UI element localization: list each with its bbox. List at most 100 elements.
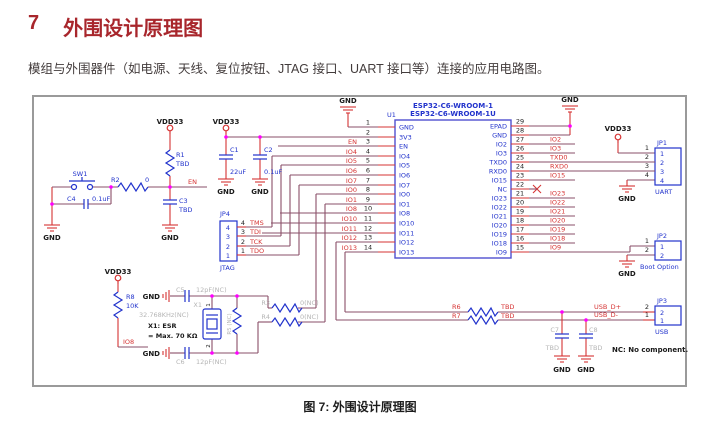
usb-dm-net-label: USB_D- bbox=[594, 311, 619, 319]
chip-pin-name: RXD0 bbox=[489, 168, 507, 176]
junction-dot bbox=[235, 294, 239, 298]
r6-value: TBD bbox=[500, 303, 514, 311]
connector-pin-number-inner: 1 bbox=[660, 243, 664, 251]
usb-connector-body bbox=[654, 305, 682, 326]
chip-pin-number: 12 bbox=[364, 225, 372, 233]
net-label: TXD0 bbox=[549, 154, 568, 162]
net-label: EN bbox=[348, 138, 357, 146]
gnd-label: GND bbox=[618, 195, 636, 203]
chip-body bbox=[394, 119, 512, 259]
chip-pin-number: 18 bbox=[516, 217, 524, 225]
junction-dot bbox=[258, 135, 262, 139]
jtag-label: JTAG bbox=[219, 264, 235, 272]
crystal-pin2: 2 bbox=[206, 344, 212, 348]
chip-pin-number: 25 bbox=[516, 154, 524, 162]
connector-pin-number-inner: 4 bbox=[226, 224, 230, 232]
net-label: TDI bbox=[249, 228, 261, 236]
c6-refdes: C6 bbox=[176, 358, 185, 366]
chip-pin-name: IO11 bbox=[399, 230, 414, 238]
schematic-frame bbox=[32, 95, 687, 387]
connector-pin-number-inner: 2 bbox=[660, 309, 664, 317]
crystal-esr-note-1: X1: ESR bbox=[148, 322, 177, 330]
c5-value: 12pF(NC) bbox=[196, 286, 227, 294]
chip-pin-number: 27 bbox=[516, 136, 524, 144]
net-label: IO13 bbox=[342, 244, 357, 252]
connector-pin-number-inner: 2 bbox=[660, 252, 664, 260]
boot-refdes: JP2 bbox=[656, 232, 667, 240]
chip-pin-name: IO23 bbox=[492, 195, 507, 203]
net-label: IO15 bbox=[550, 172, 565, 180]
net-label: IO2 bbox=[550, 136, 561, 144]
net-label: IO12 bbox=[342, 234, 357, 242]
chip-pin-number: 3 bbox=[366, 138, 370, 146]
connector-pin-number-inner: 1 bbox=[226, 252, 230, 260]
chip-pin-number: 9 bbox=[366, 196, 370, 204]
chip-pin-name: IO18 bbox=[492, 240, 507, 248]
r8-value: 10K bbox=[126, 302, 139, 310]
chip-pin-number: 19 bbox=[516, 208, 524, 216]
chip-pin-name: IO21 bbox=[492, 213, 507, 221]
labels: U1 ESP32-C6-WROOM-1 ESP32-C6-WROOM-1U VD… bbox=[43, 96, 688, 374]
net-label: IO11 bbox=[342, 225, 357, 233]
c3-refdes: C3 bbox=[179, 197, 188, 205]
junction-dot bbox=[584, 318, 588, 322]
net-label: IO6 bbox=[346, 167, 357, 175]
net-label: IO1 bbox=[346, 196, 357, 204]
crystal-x1 bbox=[202, 308, 222, 340]
chip-pin-name: EN bbox=[399, 143, 408, 151]
chip-pin-number: 21 bbox=[516, 190, 524, 198]
net-label: IO18 bbox=[550, 235, 565, 243]
junction-dot bbox=[235, 351, 239, 355]
uart-refdes: JP1 bbox=[656, 139, 667, 147]
junction-dot bbox=[109, 185, 113, 189]
chip-pin-number: 11 bbox=[364, 215, 372, 223]
r3-value: 0(NC) bbox=[300, 299, 319, 307]
io8-net-label: IO8 bbox=[123, 338, 134, 346]
chip-pin-name: NC bbox=[498, 186, 508, 194]
chip-pin-name: IO19 bbox=[492, 231, 507, 239]
crystal-freq: 32.768KHz(NC) bbox=[139, 311, 189, 319]
sw1-refdes: SW1 bbox=[73, 170, 88, 178]
gnd-label: GND bbox=[561, 96, 579, 104]
gnd-label: GND bbox=[577, 366, 595, 374]
c8-value: TBD bbox=[588, 344, 602, 352]
component-symbols bbox=[69, 149, 593, 359]
connector-pin-number: 1 bbox=[645, 237, 649, 245]
chip-pin-name: IO20 bbox=[492, 222, 507, 230]
r2-value: 0 bbox=[145, 176, 149, 184]
figure-caption: 图 7: 外围设计原理图 bbox=[303, 400, 417, 414]
chip-part-2: ESP32-C6-WROOM-1U bbox=[410, 110, 496, 118]
net-label: IO5 bbox=[346, 157, 357, 165]
chip-pin-name: IO1 bbox=[399, 201, 410, 209]
r2-refdes: R2 bbox=[111, 176, 120, 184]
r4-value: 0(NC) bbox=[300, 313, 319, 321]
crystal-esr-note-2: = Max. 70 KΩ bbox=[148, 332, 198, 340]
net-label: RXD0 bbox=[550, 163, 568, 171]
chip-pin-name: EPAD bbox=[490, 123, 507, 131]
c5-refdes: C5 bbox=[176, 286, 185, 294]
c1-value: 22uF bbox=[230, 168, 246, 176]
gnd-label: GND bbox=[339, 97, 357, 105]
wires bbox=[51, 112, 655, 356]
chip-pin-number: 1 bbox=[366, 119, 370, 127]
capacitor-c3 bbox=[163, 199, 177, 205]
c4-refdes: C4 bbox=[67, 195, 76, 203]
junction-dot bbox=[210, 294, 214, 298]
gnd-label: GND bbox=[217, 188, 235, 196]
vdd33-symbol bbox=[222, 124, 230, 132]
net-label: IO10 bbox=[342, 215, 357, 223]
gnd-label: GND bbox=[161, 234, 179, 242]
junction-dot bbox=[568, 124, 572, 128]
chip-pin-name: IO5 bbox=[399, 162, 410, 170]
net-label: IO20 bbox=[550, 217, 565, 225]
r1-refdes: R1 bbox=[176, 151, 185, 159]
capacitor-c5 bbox=[184, 290, 190, 302]
net-label: TDO bbox=[249, 247, 264, 255]
c7-refdes: C7 bbox=[550, 326, 559, 334]
r3-refdes: R3 bbox=[261, 299, 270, 307]
chip-pin-name: IO13 bbox=[399, 249, 414, 257]
chip-pin-name: IO7 bbox=[399, 182, 410, 190]
capacitor-c7 bbox=[555, 333, 569, 339]
usb-refdes: JP3 bbox=[656, 297, 667, 305]
